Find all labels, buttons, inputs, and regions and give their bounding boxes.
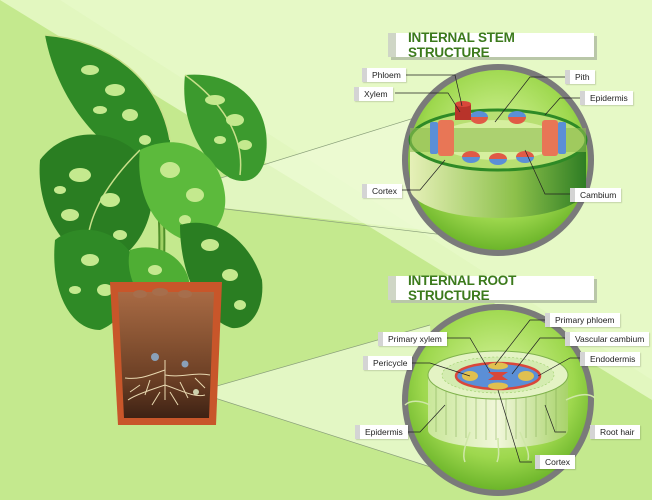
stem-label-epidermis: Epidermis — [580, 91, 633, 105]
stem-label-pith: Pith — [565, 70, 595, 84]
stem-label-phloem: Phloem — [362, 68, 406, 82]
root-label-epidermis: Epidermis — [355, 425, 408, 439]
soil — [118, 292, 214, 418]
stem-cross-section — [395, 64, 594, 256]
root-label-vascular-cambium: Vascular cambium — [565, 332, 650, 346]
stem-label-cortex: Cortex — [362, 184, 403, 198]
stem-label-xylem: Xylem — [354, 87, 393, 101]
stem-zoom-beam — [150, 110, 470, 235]
plant-illustration — [39, 34, 267, 425]
root-label-endodermis: Endodermis — [580, 352, 641, 366]
root-label-cortex: Cortex — [535, 455, 576, 469]
stem-structure-title: INTERNAL STEM STRUCTURE — [388, 30, 594, 60]
root-label-primary-phloem: Primary phloem — [545, 313, 620, 327]
root-structure-title: INTERNAL ROOT STRUCTURE — [388, 273, 594, 303]
root-label-root-hair: Root hair — [590, 425, 640, 439]
root-label-pericycle: Pericycle — [363, 356, 413, 370]
roots — [124, 360, 211, 406]
root-label-primary-xylem: Primary xylem — [378, 332, 447, 346]
root-cross-section — [395, 304, 596, 496]
stem-label-cambium: Cambium — [570, 188, 622, 202]
